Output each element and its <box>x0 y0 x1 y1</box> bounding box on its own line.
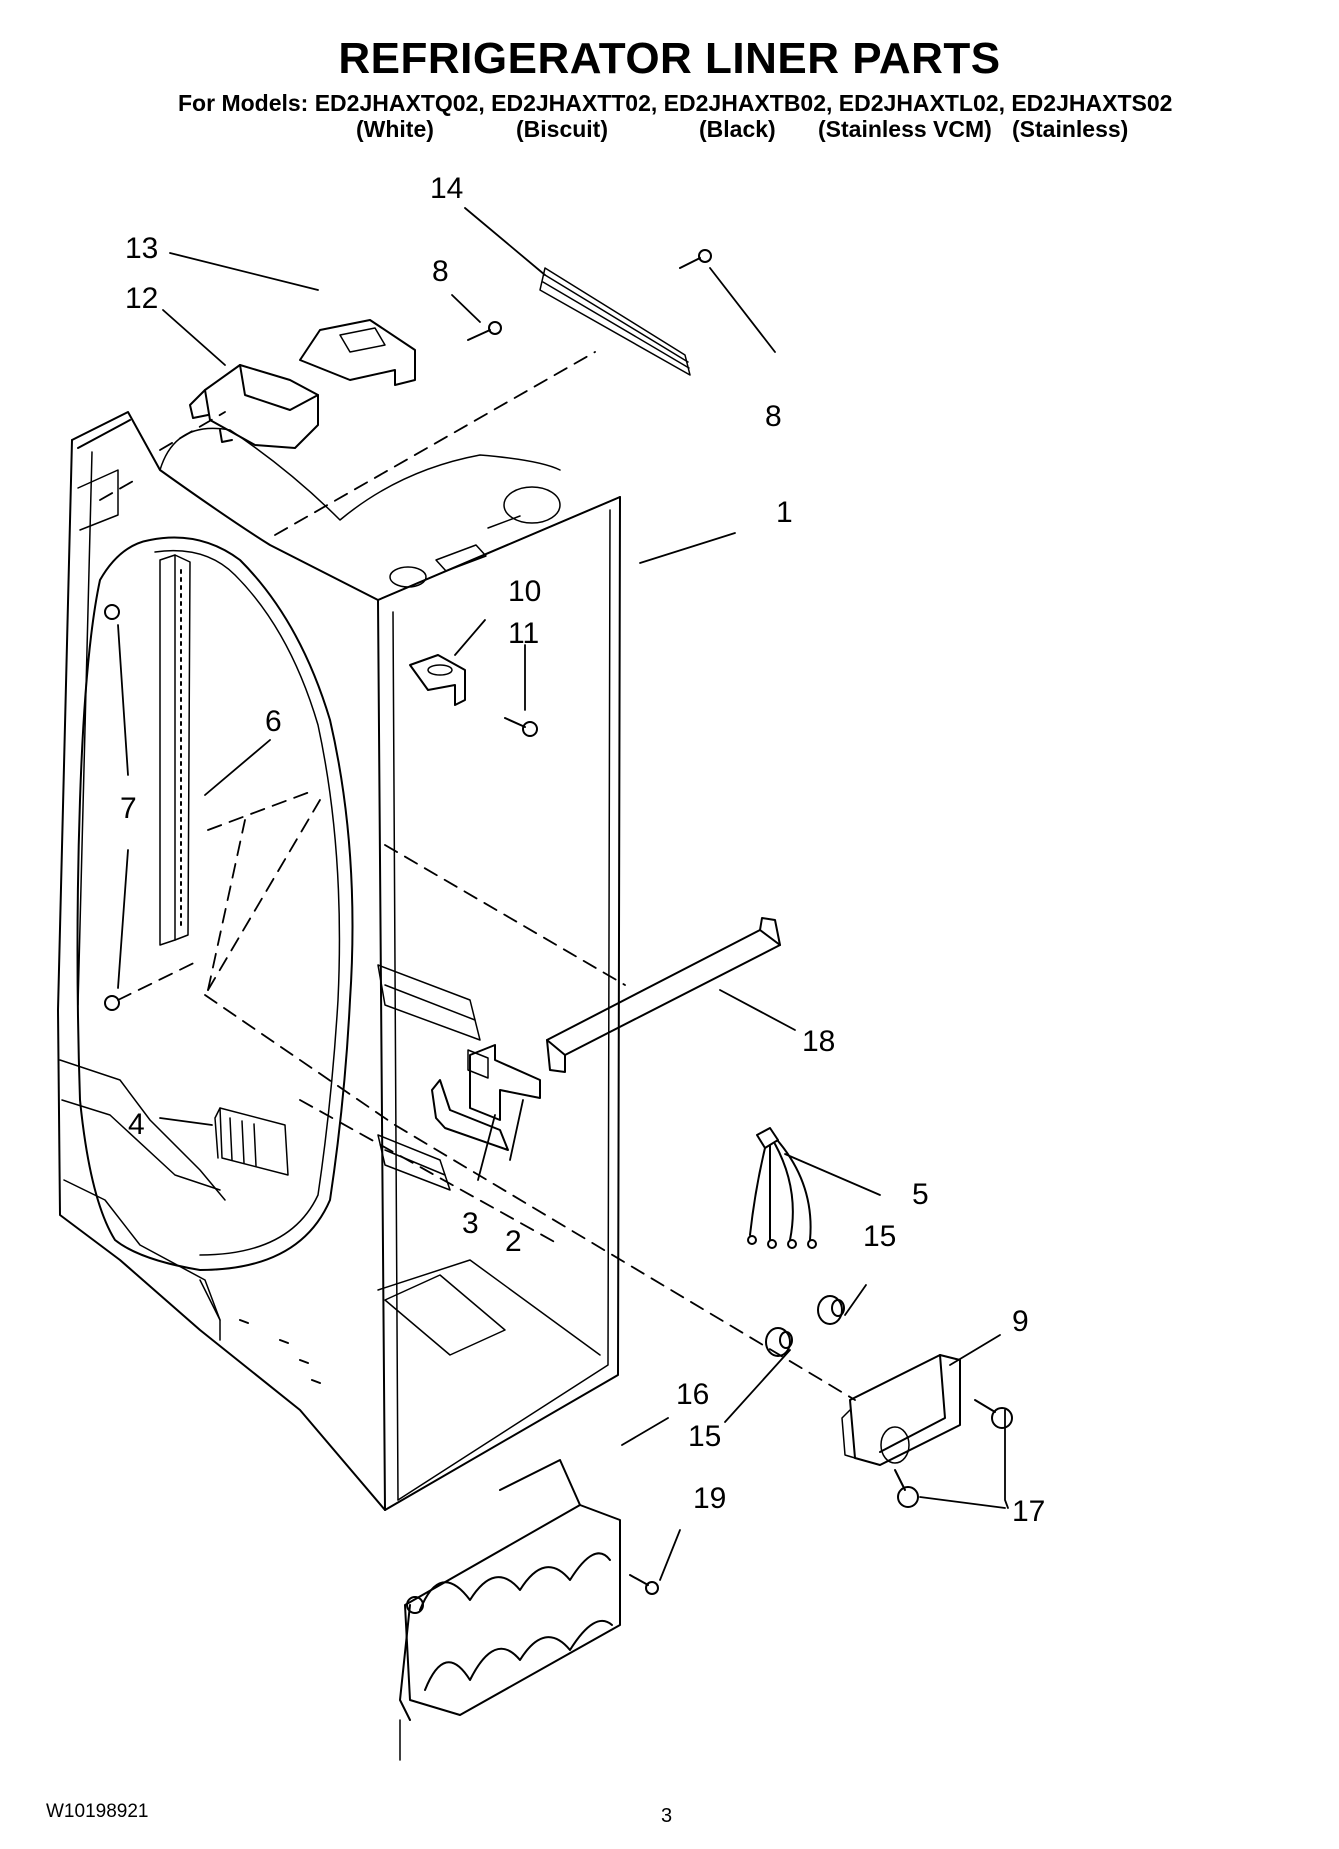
part-10-bracket <box>409 654 466 706</box>
part-18-bracket-bar <box>546 917 781 1073</box>
callout-19: 19 <box>693 1482 727 1515</box>
callout-8-right: 8 <box>765 400 782 433</box>
part-11-screw <box>504 717 538 737</box>
callout-15-upper: 15 <box>863 1220 897 1253</box>
callout-6: 6 <box>265 705 282 738</box>
liner-inner-cavity <box>76 536 354 1271</box>
model-color-stainless-vcm: (Stainless VCM) <box>818 116 992 142</box>
part-2-bracket <box>469 1044 541 1121</box>
callout-3: 3 <box>462 1207 479 1240</box>
part-3-channel <box>431 1079 509 1151</box>
part-4-control <box>214 1107 289 1176</box>
callout-10: 10 <box>508 575 542 608</box>
callout-18: 18 <box>802 1025 836 1058</box>
callout-12: 12 <box>125 282 159 315</box>
model-color-biscuit: (Biscuit) <box>516 116 608 142</box>
callout-11: 11 <box>508 617 540 650</box>
part-6-shelf-rail <box>159 554 191 946</box>
part-8-screw-a <box>467 321 502 341</box>
page-title: REFRIGERATOR LINER PARTS <box>338 34 1001 83</box>
part-5-harness <box>747 1127 817 1249</box>
part-15-grommet-b <box>765 1327 793 1357</box>
callout-16: 16 <box>676 1378 710 1411</box>
part-9-cover <box>841 1354 961 1466</box>
page-number: 3 <box>661 1805 673 1827</box>
assembly-guide-lines <box>99 351 856 1401</box>
part-12-housing <box>189 364 319 449</box>
part-15-grommet-a <box>817 1295 845 1325</box>
callout-1: 1 <box>776 496 793 529</box>
model-color-black: (Black) <box>699 116 776 142</box>
part-17-pin-b <box>894 1469 919 1508</box>
callout-leaders <box>117 207 1009 1581</box>
part-17-pin-a <box>974 1399 1013 1429</box>
callout-9: 9 <box>1012 1305 1029 1338</box>
models-line: For Models: ED2JHAXTQ02, ED2JHAXTT02, ED… <box>178 90 1173 116</box>
part-14-gasket <box>539 267 691 376</box>
document-number: W10198921 <box>46 1801 149 1822</box>
part-16-evaporator <box>399 1459 621 1761</box>
callout-13: 13 <box>125 232 159 265</box>
liner-body <box>57 411 621 1511</box>
callout-5: 5 <box>912 1178 929 1211</box>
model-color-white: (White) <box>356 116 434 142</box>
part-13-bracket <box>299 319 416 386</box>
callout-8-top: 8 <box>432 255 449 288</box>
callout-17: 17 <box>1012 1495 1046 1528</box>
liner-interior-ribs <box>377 964 489 1191</box>
part-7-screw-top <box>104 604 120 620</box>
callout-7: 7 <box>120 792 137 825</box>
callout-15-lower: 15 <box>688 1420 722 1453</box>
part-7-screw-bottom <box>104 995 120 1011</box>
part-19-screw <box>629 1574 659 1595</box>
callout-2: 2 <box>505 1225 522 1258</box>
callout-4: 4 <box>128 1108 145 1141</box>
part-8-screw-b <box>679 249 712 269</box>
callout-14: 14 <box>430 172 464 205</box>
model-color-stainless: (Stainless) <box>1012 116 1129 142</box>
